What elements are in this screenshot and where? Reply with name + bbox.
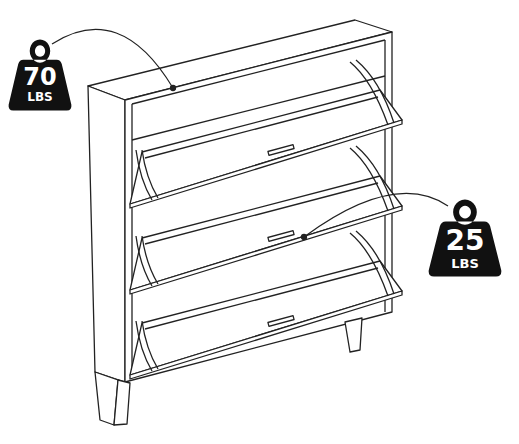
weight-label: 70LBS [8, 65, 72, 103]
leader-dot [302, 235, 307, 240]
weight-icon: 25LBS [428, 198, 502, 278]
weight-unit: LBS [27, 91, 52, 103]
weight-value: 25 [446, 227, 485, 255]
weight-value: 70 [23, 65, 56, 89]
weight-icon: 70LBS [8, 38, 72, 112]
leader-line [52, 29, 173, 88]
flap [130, 231, 402, 379]
leader-line [304, 193, 448, 237]
weight-unit: LBS [451, 257, 479, 270]
weight-label: 25LBS [428, 227, 502, 270]
leader-dot [171, 86, 176, 91]
